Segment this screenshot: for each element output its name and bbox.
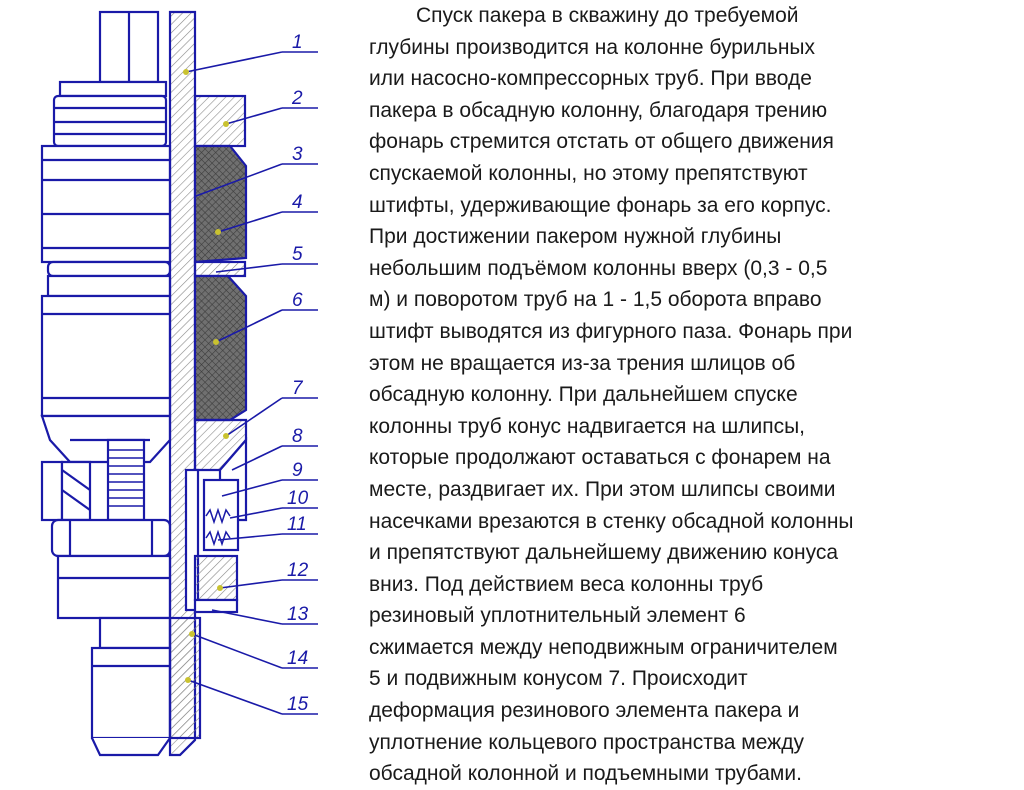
- packer-exterior-view: [40, 10, 172, 757]
- text-line: пакера в обсадную колонну, благодаря тре…: [369, 98, 828, 122]
- callout-9: 9: [292, 460, 303, 481]
- text-line: или насосно-компрессорных труб. При ввод…: [369, 67, 812, 91]
- text-line: месте, раздвигает их. При этом шлипсы св…: [369, 477, 836, 501]
- text-line: вниз. Под действием веса колонны труб: [369, 572, 764, 596]
- text-line: колонны труб конус надвигается на шлипсы…: [369, 414, 805, 438]
- description-paragraph: Спуск пакера в скважину до требуемой глу…: [369, 0, 1009, 785]
- text-line: этом не вращается из-за трения шлицов об: [369, 351, 796, 375]
- callout-8: 8: [292, 426, 303, 447]
- text-line: резиновый уплотнительный элемент 6: [369, 604, 746, 628]
- reference-markers: [183, 69, 229, 683]
- text-line: м) и поворотом труб на 1 - 1,5 оборота в…: [369, 288, 822, 312]
- callout-11: 11: [287, 514, 307, 535]
- text-line: При достижении пакером нужной глубины: [369, 225, 782, 249]
- text-line: штифты, удерживающие фонарь за его корпу…: [369, 193, 832, 217]
- text-line: глубины производится на колонне бурильны…: [369, 35, 816, 59]
- callout-1: 1: [292, 32, 303, 53]
- callout-12: 12: [287, 560, 309, 581]
- callout-3: 3: [292, 144, 303, 165]
- leader-lines: [185, 51, 318, 715]
- callout-10: 10: [287, 488, 309, 509]
- text-line: и препятствуют дальнейшему движению кону…: [369, 541, 839, 565]
- text-line: деформация резинового элемента пакера и: [369, 699, 800, 723]
- text-line: фонарь стремится отстать от общего движе…: [369, 130, 834, 154]
- callout-numbers: 1 2 3 4 5 6 7 8 9 10 11 12 13 14 15: [287, 32, 309, 715]
- text-line: сжимается между неподвижным ограничителе…: [369, 635, 838, 659]
- callout-5: 5: [292, 244, 303, 265]
- packer-technical-drawing: 1 2 3 4 5 6 7 8 9 10 11 12 13 14 15: [40, 10, 318, 757]
- text-line: штифт выводятся из фигурного паза. Фонар…: [369, 319, 853, 343]
- callout-6: 6: [292, 290, 303, 311]
- callout-2: 2: [291, 88, 303, 109]
- text-line: спускаемой колонны, но этому препятствую…: [369, 161, 808, 185]
- callout-15: 15: [287, 694, 309, 715]
- text-line: уплотнение кольцевого пространства между: [369, 730, 804, 754]
- text-line: обсадную колонну. При дальнейшем спуске: [369, 383, 798, 407]
- packer-cross-section: [168, 10, 248, 757]
- text-line: которые продолжают оставаться с фонарем …: [369, 446, 831, 470]
- text-line: обсадной колонной и подъемными трубами.: [369, 762, 802, 786]
- text-line: небольшим подъёмом колонны вверх (0,3 - …: [369, 256, 828, 280]
- text-line: Спуск пакера в скважину до требуемой: [416, 4, 799, 27]
- callout-7: 7: [292, 378, 304, 399]
- callout-4: 4: [292, 192, 303, 213]
- text-line: 5 и подвижным конусом 7. Происходит: [369, 667, 748, 691]
- callout-13: 13: [287, 604, 309, 625]
- callout-14: 14: [287, 648, 308, 669]
- text-line: насечками врезаются в стенку обсадной ко…: [369, 509, 854, 533]
